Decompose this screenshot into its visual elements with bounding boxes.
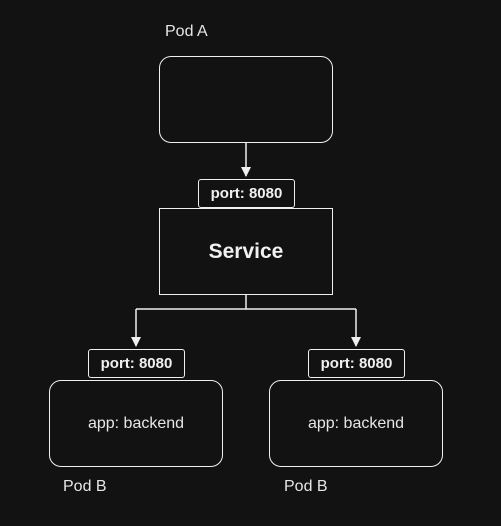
pod-b-right-box: app: backend [269, 380, 443, 467]
pod-b-left-box: app: backend [49, 380, 223, 467]
service-port-badge: port: 8080 [198, 179, 295, 208]
pod-b-left-content: app: backend [87, 414, 185, 432]
pod-b-left-port-badge: port: 8080 [88, 349, 185, 378]
pod-b-left-label: Pod B [63, 478, 107, 495]
pod-a-box [159, 56, 333, 143]
pod-a-label: Pod A [165, 23, 208, 40]
pod-b-right-port-badge: port: 8080 [308, 349, 405, 378]
service-label: Service [208, 239, 284, 263]
pod-b-right-label: Pod B [284, 478, 328, 495]
pod-b-right-content: app: backend [307, 414, 405, 432]
service-box: Service [159, 208, 333, 295]
